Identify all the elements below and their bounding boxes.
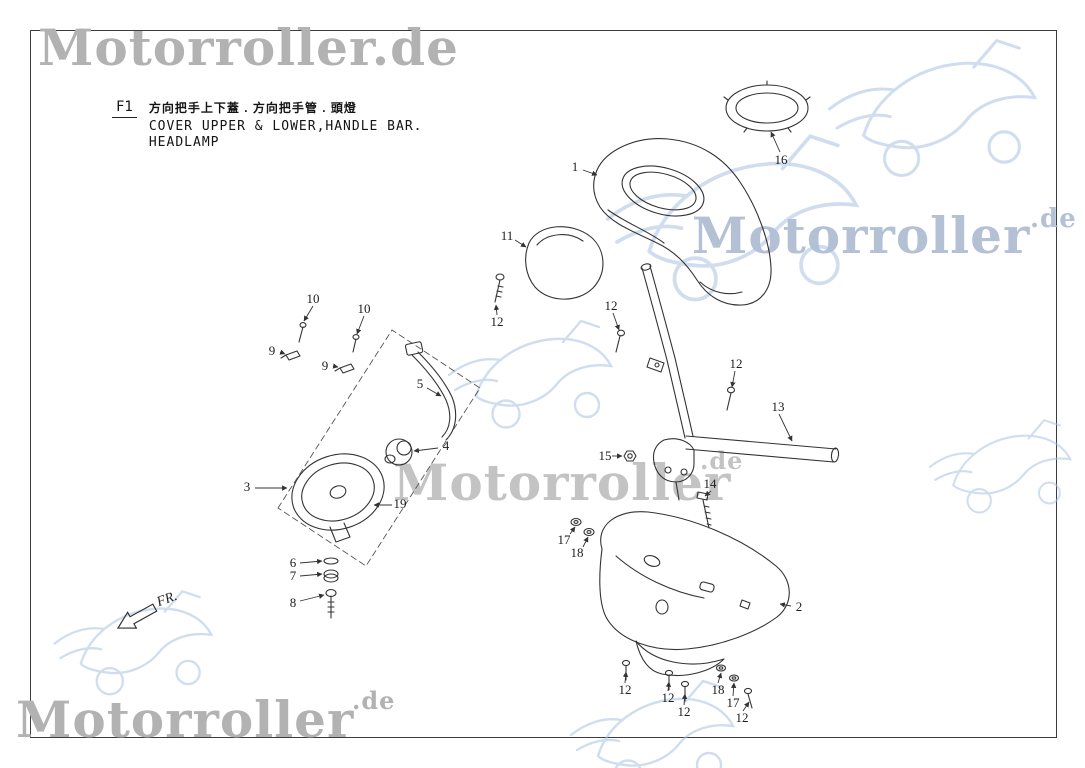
part-14-bolt	[696, 491, 712, 529]
part-11-headlamp-visor	[525, 226, 604, 300]
watermark-bottom: Motorroller	[16, 690, 355, 749]
steering-column-tube	[640, 263, 694, 439]
part-10-screws-small	[298, 322, 360, 353]
part-1-upper-handlebar-cover	[593, 138, 772, 306]
handlebar-clamp	[652, 438, 695, 501]
page-border	[30, 30, 1057, 738]
headlamp-assembly-dashed-box	[277, 329, 481, 567]
part-13-handlebar	[685, 435, 840, 463]
part-4-bulb-socket	[384, 438, 413, 466]
watermark-top: Motorroller.de	[38, 18, 459, 77]
part-3-headlamp	[291, 453, 385, 543]
watermark-center-de: .de	[1030, 204, 1077, 234]
part-17-18-washers-upper	[570, 517, 595, 537]
part-6-7-8-fastener-stack	[323, 557, 339, 619]
watermark-bottom-de: .de	[352, 686, 396, 715]
figure-code: F1	[112, 99, 137, 118]
watermark-middle: Motorroller	[393, 453, 732, 512]
part-17-18-washers-bottom	[715, 664, 740, 682]
part-15-nut	[623, 450, 637, 462]
title-english-line1: COVER UPPER & LOWER,HANDLE BAR.	[148, 119, 423, 134]
part-2-lower-handlebar-cover	[599, 511, 790, 677]
part-5-headlamp-cable	[404, 341, 457, 441]
leader-lines	[255, 131, 793, 712]
part-12-screw-column	[615, 329, 626, 353]
title-chinese: 方向把手上下蓋 . 方向把手管 . 頭燈	[148, 101, 357, 115]
title-english-line2: HEADLAMP	[148, 135, 220, 150]
part-9-clips	[280, 350, 355, 374]
part-12-screw-handlebar	[726, 386, 736, 411]
part-12-screw-visor	[494, 273, 505, 303]
part-16-meter-gasket-ring	[723, 80, 811, 133]
title-block: F1 方向把手上下蓋 . 方向把手管 . 頭燈 COVER UPPER & LO…	[112, 99, 423, 151]
front-direction-arrow	[116, 603, 158, 629]
